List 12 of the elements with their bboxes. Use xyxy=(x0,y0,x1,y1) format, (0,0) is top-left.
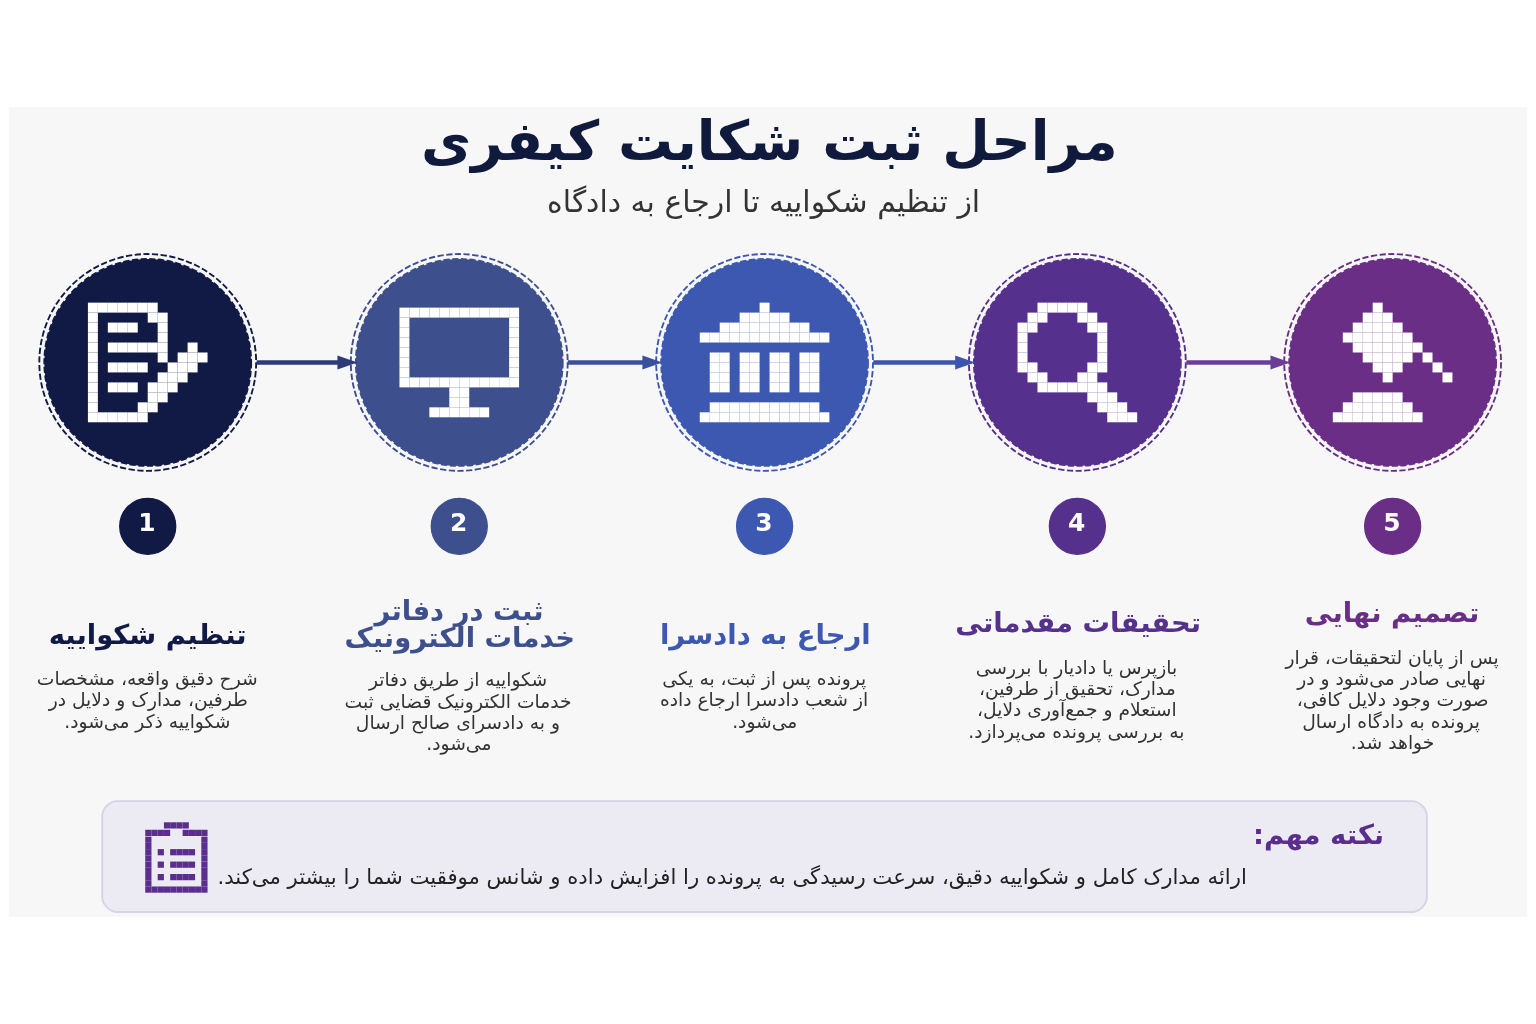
node-label: پرونده پس از ثبت، به یکی از شعب دادسرا ارجاع داده می‌شود. xyxy=(659,668,869,732)
node-label: تحقیقات مقدماتی xyxy=(955,607,1202,639)
node-label: تنظیم شکواییه xyxy=(48,618,247,650)
node-label: بازپرس یا دادیار با بررسی مدارک، تحقیق از طرفین، استعلام و جمع‌آوری دلایل، به بررسی پرونده می‌پردازد. xyxy=(968,657,1185,742)
node-label: ارجاع به دادسرا xyxy=(659,618,871,650)
diagram-title: مراحل ثبت شکایت کیفری xyxy=(420,108,1118,173)
node-label: شکواییه از طریق دفاتر خدمات الکترونیک قضایی ثبت و به دادسرای صالح ارسال می‌شود. xyxy=(344,669,572,755)
label: از تنظیم شکواییه تا ارجاع به دادگاه xyxy=(547,183,981,219)
node-label: ثبت در دفاتر خدمات الکترونیک xyxy=(344,594,575,654)
node-label: تصمیم نهایی xyxy=(1304,597,1480,629)
node-label: شرح دقیق واقعه، مشخصات طرفین، مدارک و دلایل در شکواییه ذکر می‌شود. xyxy=(36,668,258,732)
node-label: پس از پایان لتحقیقات، قرار نهایی صادر می‌شود و در صورت وجود دلایل کافی، پرونده به دادگاه ارسال خواهد شد. xyxy=(1285,647,1499,753)
